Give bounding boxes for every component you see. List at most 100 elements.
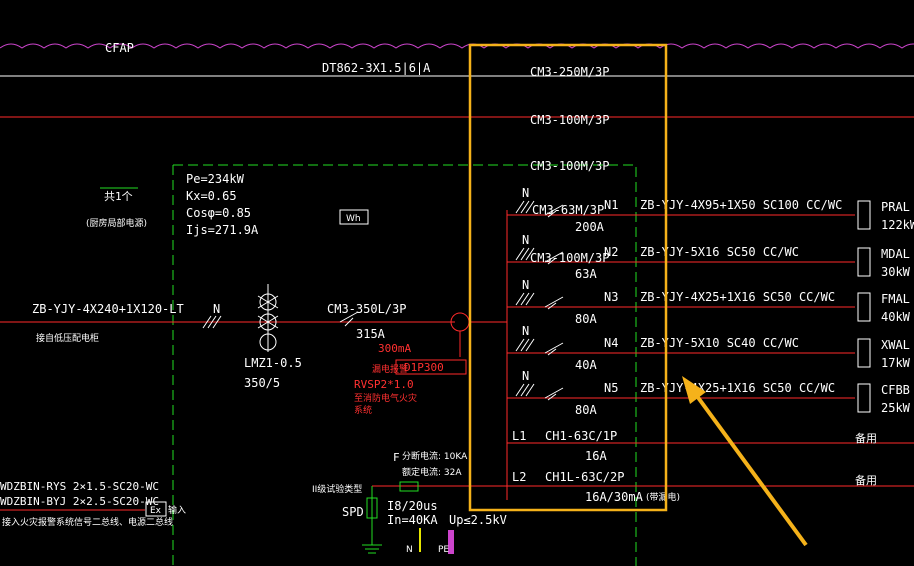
ex-module-box	[145, 501, 167, 517]
top-cable-label: DT862-3X1.5|6|A	[322, 61, 431, 75]
rcd-to2-label: 系统	[354, 404, 372, 416]
circuit-rating: 40A	[575, 358, 597, 372]
rcd-module-label: D1P300	[404, 361, 444, 374]
circuit-id: N5	[604, 381, 618, 395]
circuit-rating: 80A	[575, 403, 597, 417]
ex-in-label: 输入	[168, 504, 186, 516]
spd-breaking: 分断电流: 10KA	[402, 450, 468, 462]
spare-l1-rating: 16A	[585, 449, 607, 463]
circuit-cable: ZB-YJY-4X25+1X16 SC50 CC/WC	[640, 381, 835, 395]
fire-line-1: WDZBIN-RYS 2×1.5-SC20-WC	[0, 480, 159, 493]
phase-slash-marks	[515, 292, 535, 306]
circuit-cable: ZB-YJY-5X16 SC50 CC/WC	[640, 245, 799, 259]
load-name: XWAL	[881, 338, 910, 352]
highlight-box	[468, 43, 668, 512]
param-ijs: Ijs=271.9A	[186, 223, 259, 237]
param-kx: Kx=0.65	[186, 189, 237, 203]
rcd-to-label: 至消防电气火灾	[354, 392, 417, 404]
incoming-cable-label: ZB-YJY-4X240+1X120-LT	[32, 302, 184, 316]
fire-line-3: 接入火灾报警系统信号二总线、电源二总线	[2, 516, 173, 528]
circuit-breaker-symbol	[544, 251, 564, 265]
circuit-n-mark: N	[522, 369, 529, 383]
circuit-rating: 200A	[575, 220, 605, 234]
circuit-n-mark: N	[522, 233, 529, 247]
main-breaker-rating: 315A	[356, 327, 386, 341]
load-box	[857, 247, 871, 277]
cfap-bus-line	[0, 43, 914, 49]
ex-label: Ex	[150, 506, 162, 516]
circuit-breaker-symbol	[544, 387, 564, 401]
spd-in: In=40KA	[387, 513, 438, 527]
main-breaker-label: CM3-350L/3P	[327, 302, 406, 316]
pe-terminal	[448, 530, 454, 554]
spare-l2-label: 备用	[855, 473, 877, 487]
hl-breaker-2: CM3-100M/3P	[530, 113, 609, 127]
load-power: 30kW	[881, 265, 911, 279]
spd-f-label: F	[393, 451, 400, 464]
circuit-breaker-symbol	[544, 342, 564, 356]
circuit-cable: ZB-YJY-5X10 SC40 CC/WC	[640, 336, 799, 350]
phase-slash-marks	[202, 315, 222, 329]
main-breaker-symbol	[339, 311, 359, 327]
circuit-rating: 63A	[575, 267, 597, 281]
phase-slash-marks	[515, 247, 535, 261]
fire-line-2: WDZBIN-BYJ 2×2.5-SC20-WC	[0, 495, 159, 508]
current-transformer-symbol	[257, 284, 279, 352]
phase-slash-marks	[515, 383, 535, 397]
ct-ratio-label: 350/5	[244, 376, 280, 390]
hl-breaker-5: CM3-100M/3P	[530, 251, 609, 265]
spd-wave: I8/20us	[387, 499, 438, 513]
param-cos: Cosφ=0.85	[186, 206, 251, 220]
panel-title: 共1个	[104, 190, 133, 203]
circuit-id: N2	[604, 245, 618, 259]
spd-type: II级试验类型	[312, 483, 362, 495]
load-name: CFBB	[881, 383, 910, 397]
circuit-n-mark: N	[522, 278, 529, 292]
rcd-note-label: 漏电报警	[372, 363, 408, 375]
energy-meter-label: Wh	[346, 214, 361, 224]
circuit-n-mark: N	[522, 186, 529, 200]
load-power: 17kW	[881, 356, 911, 370]
param-pe: Pe=234kW	[186, 172, 245, 186]
phase-slash-marks	[515, 338, 535, 352]
rcd-module-box	[395, 359, 467, 375]
spare-l2-breaker: CH1L-63C/2P	[545, 470, 624, 484]
circuit-breaker-symbol	[544, 296, 564, 310]
hl-breaker-3: CM3-100M/3P	[530, 159, 609, 173]
phase-slash-marks	[515, 200, 535, 214]
circuit-id: N1	[604, 198, 618, 212]
energy-meter-box	[339, 209, 369, 225]
hl-breaker-4: CM3-63M/3P	[532, 203, 604, 217]
cfap-label: CFAP	[105, 41, 134, 55]
incoming-source-label: 接自低压配电柜	[36, 332, 99, 344]
spare-l1-breaker: CH1-63C/1P	[545, 429, 617, 443]
spare-l1-label: 备用	[855, 431, 877, 445]
load-name: MDAL	[881, 247, 910, 261]
ground-icon	[362, 544, 382, 554]
load-name: PRAL	[881, 200, 910, 214]
load-box	[857, 292, 871, 322]
spd-pe-label: PE	[438, 545, 449, 555]
circuit-breaker-symbol	[544, 204, 564, 218]
spd-fuse-box	[399, 481, 419, 492]
spare-l1-id: L1	[512, 429, 526, 443]
circuit-id: N4	[604, 336, 618, 350]
load-power: 122kW	[881, 218, 914, 232]
load-box	[857, 383, 871, 413]
panel-enclosure	[172, 164, 637, 566]
spd-n-label: N	[406, 545, 413, 555]
spd-rated: 额定电流: 32A	[402, 466, 462, 478]
spare-l2-id: L2	[512, 470, 526, 484]
panel-subtitle: (厨房局部电源)	[86, 217, 147, 229]
spd-up: Up≤2.5kV	[449, 513, 507, 527]
spd-label: SPD	[342, 505, 364, 519]
circuit-id: N3	[604, 290, 618, 304]
circuit-cable: ZB-YJY-4X25+1X16 SC50 CC/WC	[640, 290, 835, 304]
circuit-n-mark: N	[522, 324, 529, 338]
circuit-rating: 80A	[575, 312, 597, 326]
load-box	[857, 200, 871, 230]
rcd-current-label: 300mA	[378, 342, 411, 355]
highlight-arrow	[682, 376, 808, 547]
